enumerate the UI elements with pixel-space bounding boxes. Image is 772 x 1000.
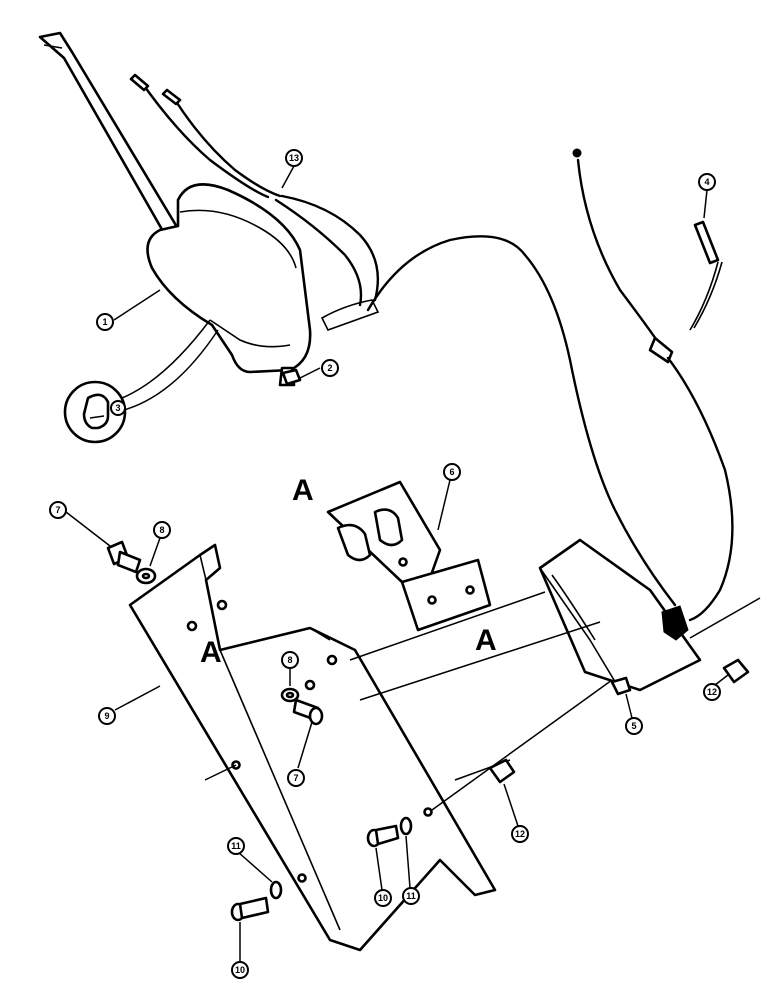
nut <box>281 368 302 386</box>
callout-10-right: 10 <box>374 889 392 907</box>
callout-4: 4 <box>698 173 716 191</box>
callout-6: 6 <box>443 463 461 481</box>
svg-text:6: 6 <box>449 467 454 477</box>
svg-text:10: 10 <box>235 965 245 975</box>
callout-12-lower: 12 <box>511 825 529 843</box>
bulb-detail <box>63 319 219 444</box>
washer-8-lower <box>280 687 300 703</box>
svg-text:1: 1 <box>102 317 107 327</box>
switch-box <box>538 538 702 696</box>
svg-text:12: 12 <box>515 829 525 839</box>
washer-8-upper <box>135 567 157 585</box>
svg-text:8: 8 <box>287 655 292 665</box>
callout-12-right: 12 <box>703 683 721 701</box>
svg-text:7: 7 <box>55 505 60 515</box>
callout-10-left: 10 <box>231 961 249 979</box>
callout-3: 3 <box>110 400 126 416</box>
wire-leads <box>129 73 380 331</box>
svg-text:13: 13 <box>289 153 299 163</box>
svg-text:12: 12 <box>707 687 717 697</box>
nut-12-lower <box>488 758 516 784</box>
svg-text:7: 7 <box>293 773 298 783</box>
upper-cable <box>572 148 734 622</box>
callout-1: 1 <box>96 313 114 331</box>
callout-8-lower: 8 <box>281 651 299 669</box>
callout-leaders <box>65 165 729 962</box>
pin <box>693 220 720 265</box>
callout-11-left: 11 <box>227 837 245 855</box>
screw-7-lower <box>292 698 324 726</box>
svg-text:8: 8 <box>159 525 164 535</box>
mounting-plate <box>128 543 497 952</box>
nut-12-right <box>722 658 750 684</box>
section-mark-a-flange: A <box>475 624 497 657</box>
callout-11-right: 11 <box>402 887 420 905</box>
svg-text:2: 2 <box>327 363 332 373</box>
main-cable <box>366 235 677 607</box>
callout-5: 5 <box>625 717 643 735</box>
svg-text:4: 4 <box>704 177 709 187</box>
screw-7-upper <box>106 540 142 574</box>
svg-text:5: 5 <box>631 721 636 731</box>
svg-text:11: 11 <box>231 841 241 851</box>
callout-9: 9 <box>98 707 116 725</box>
screw-10-right <box>366 824 400 848</box>
washer-11-left <box>269 880 283 900</box>
callout-2: 2 <box>321 359 339 377</box>
section-mark-a-plate: A <box>200 636 222 669</box>
bracket <box>326 480 492 632</box>
svg-text:3: 3 <box>115 403 120 413</box>
callout-7-upper: 7 <box>49 501 67 519</box>
washer-11-right <box>399 816 413 836</box>
control-lever <box>38 31 182 242</box>
section-mark-a-bracket: A <box>292 474 314 507</box>
callout-13: 13 <box>285 149 303 167</box>
callout-7-lower: 7 <box>287 769 305 787</box>
svg-text:10: 10 <box>378 893 388 903</box>
svg-text:9: 9 <box>104 711 109 721</box>
screw-10-left <box>230 896 270 922</box>
svg-text:11: 11 <box>406 891 416 901</box>
callout-8-upper: 8 <box>153 521 171 539</box>
switch-housing <box>146 183 312 387</box>
